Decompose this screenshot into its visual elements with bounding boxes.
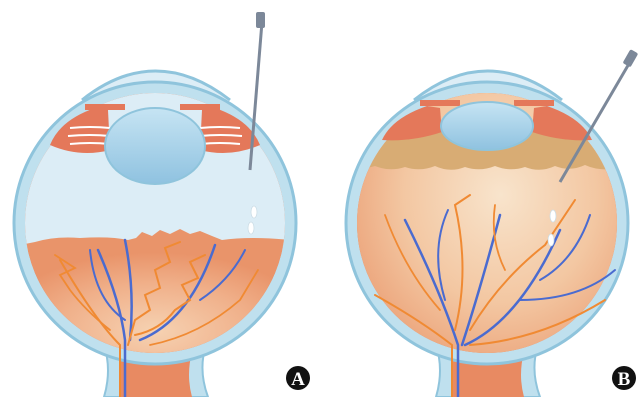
panel-b-eye bbox=[346, 49, 638, 397]
panel-a-eye bbox=[14, 12, 296, 397]
panel-badge-a: A bbox=[286, 366, 310, 390]
iris-left-a bbox=[50, 108, 110, 153]
lens-b bbox=[441, 102, 533, 150]
lens-a bbox=[105, 108, 205, 184]
panel-badge-b-label: B bbox=[618, 369, 631, 390]
retina-a bbox=[20, 229, 290, 360]
panel-badge-b: B bbox=[612, 366, 636, 390]
panel-badge-a-label: A bbox=[291, 369, 305, 390]
